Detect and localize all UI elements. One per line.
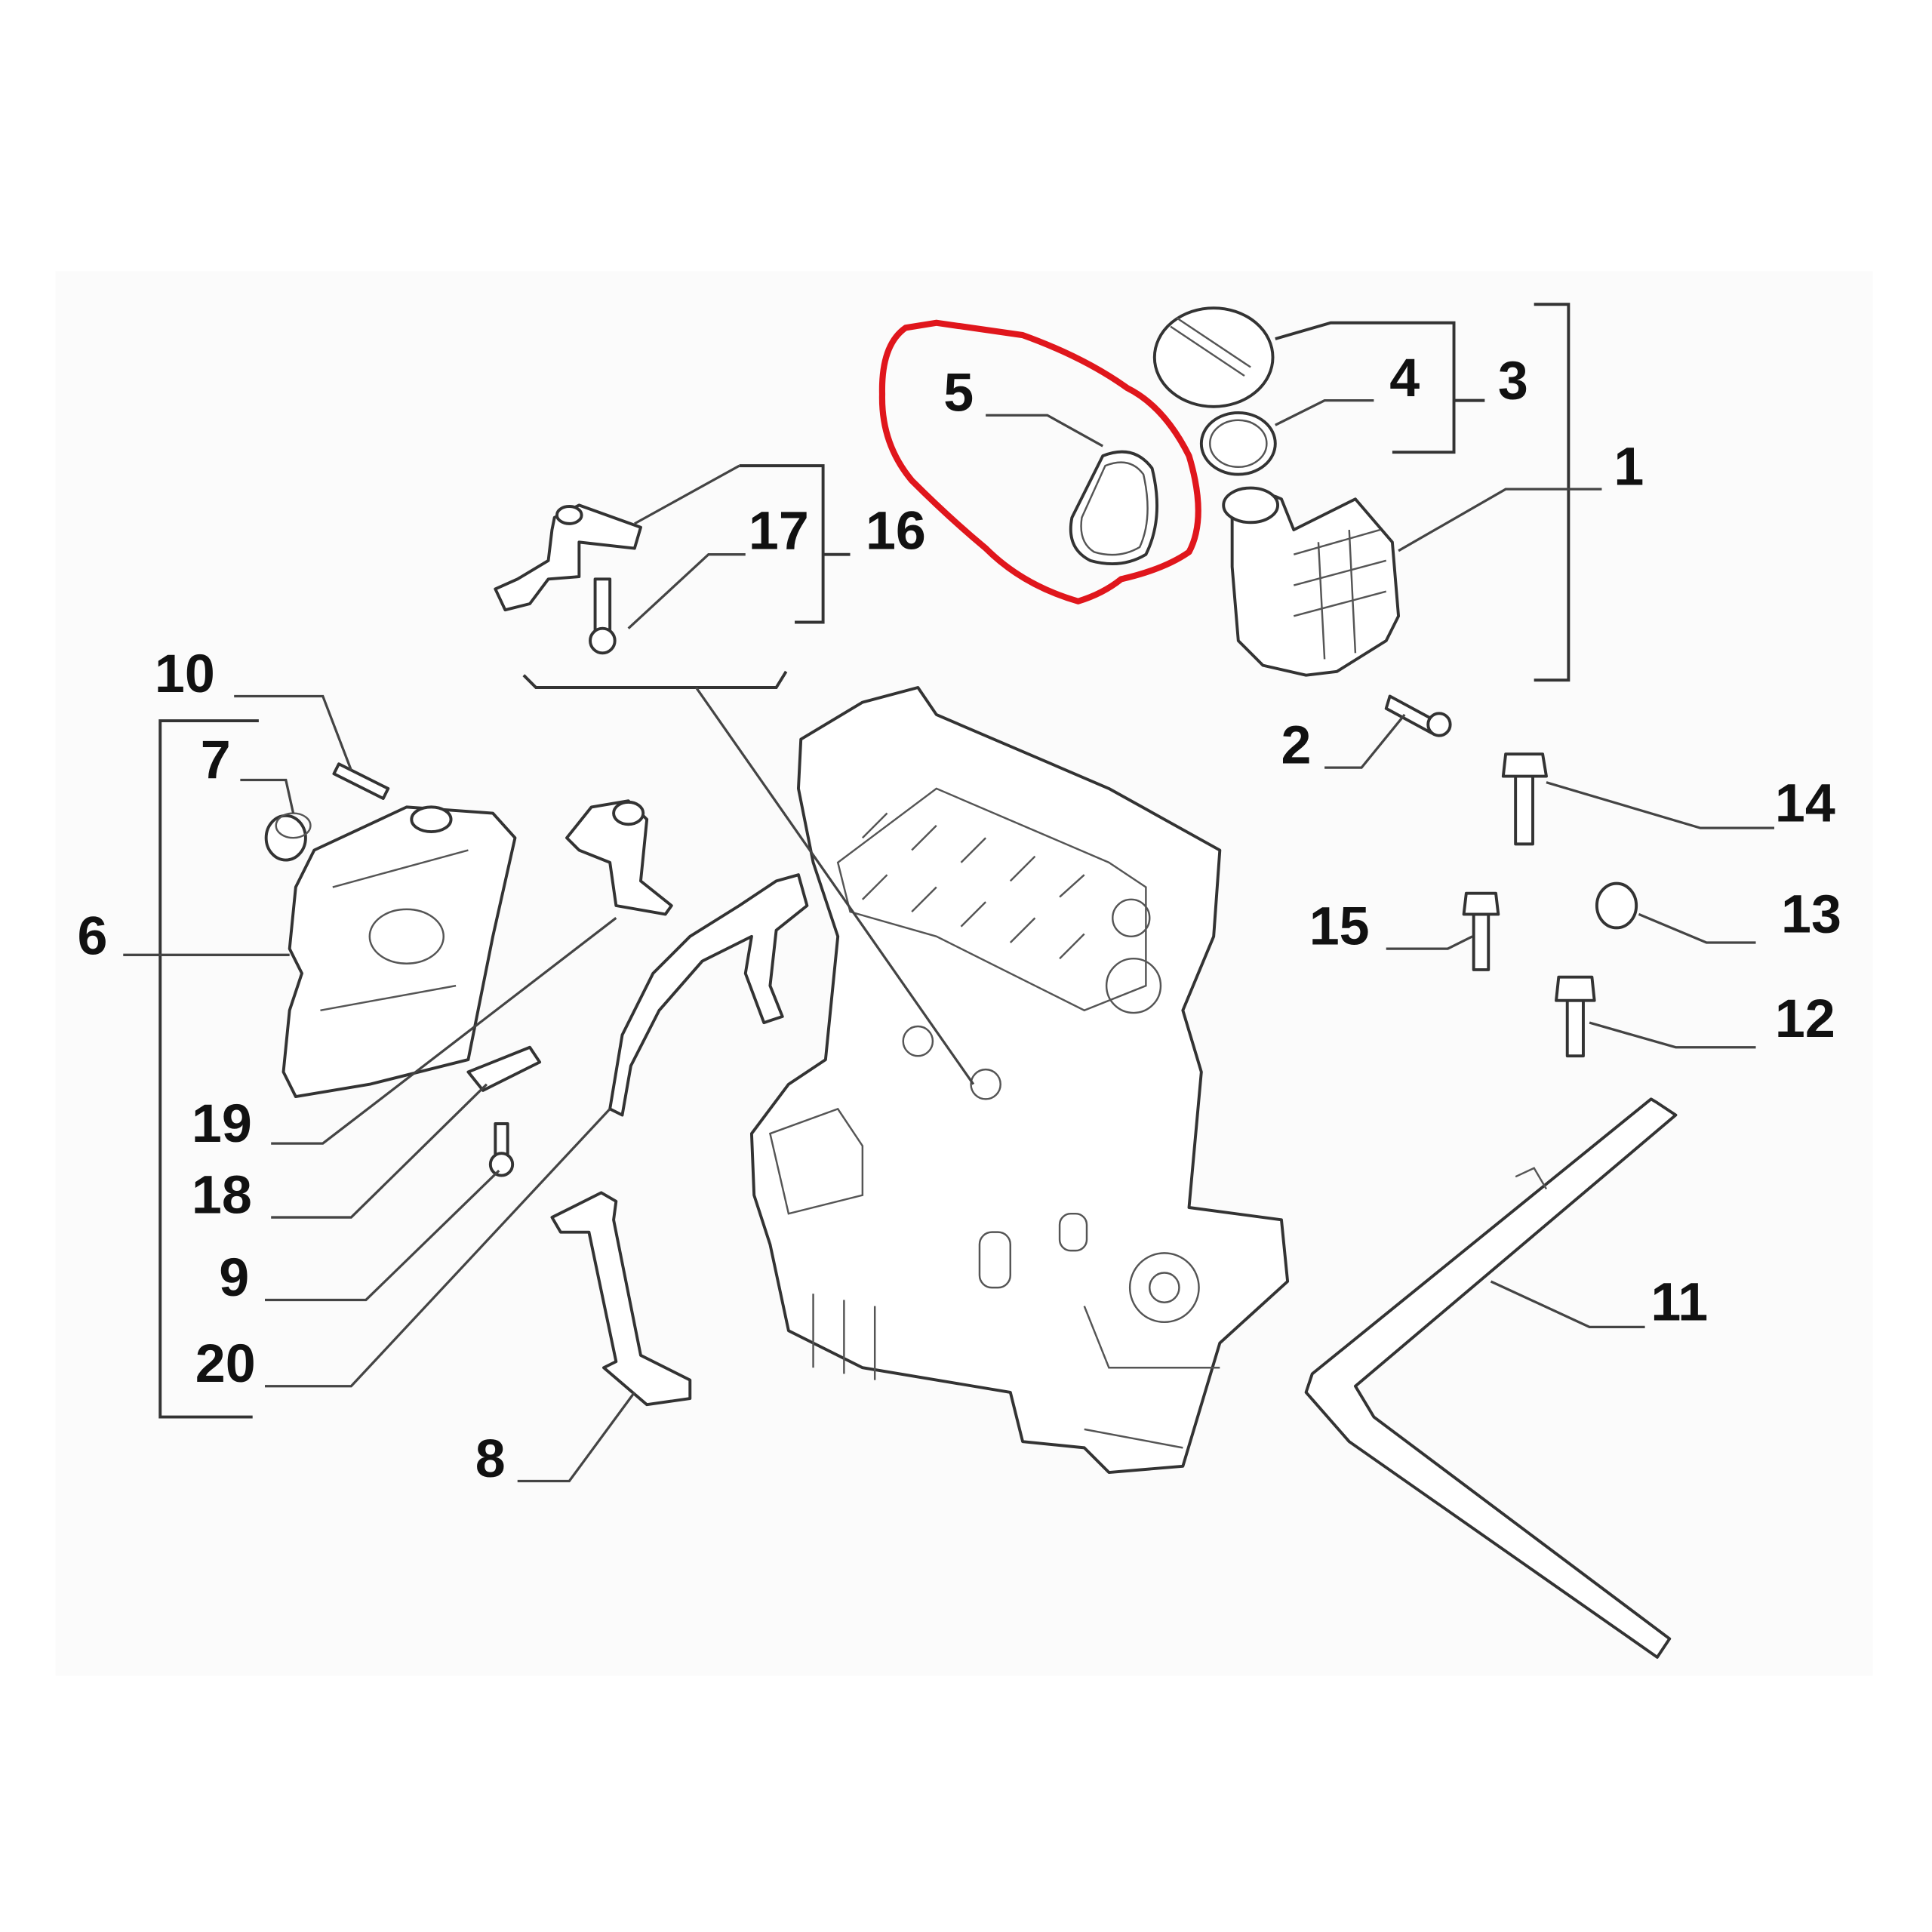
callout-13: 13: [1781, 884, 1841, 944]
callout-11: 11: [1651, 1272, 1708, 1333]
part-12-bolt: [1555, 975, 1596, 1058]
engine-block: [749, 686, 1290, 1474]
callout-6: 6: [77, 906, 107, 967]
part-20-gasket: [608, 873, 809, 1117]
part-18-gasket: [466, 1045, 542, 1092]
callout-18: 18: [192, 1165, 252, 1226]
part-11-pipe: [1304, 1097, 1678, 1659]
callout-9: 9: [219, 1247, 249, 1308]
callout-14: 14: [1775, 773, 1835, 833]
part-3-cap: [1152, 306, 1275, 408]
callout-16: 16: [866, 501, 926, 561]
callout-17: 17: [749, 501, 809, 561]
callout-10: 10: [155, 644, 215, 704]
part-5-gasket: [1069, 450, 1158, 565]
brackets: [158, 303, 1571, 1419]
part-15-bolt: [1462, 891, 1500, 971]
part-1-housing: [1222, 486, 1401, 677]
part-13-plug: [1595, 881, 1638, 930]
callout-3: 3: [1498, 350, 1528, 411]
part-6-cover: [281, 805, 517, 1099]
part-8-tube: [550, 1191, 692, 1407]
callout-4: 4: [1389, 348, 1420, 408]
callout-1: 1: [1614, 437, 1644, 497]
part-16-bracket: [494, 503, 642, 612]
leader-lines: [123, 398, 1775, 1483]
callout-12: 12: [1775, 989, 1835, 1049]
part-10-bolt: [332, 762, 390, 800]
callout-5: 5: [943, 363, 974, 423]
part-19-sensor: [565, 799, 673, 916]
callout-8: 8: [475, 1429, 506, 1489]
part-4-o-ring: [1199, 411, 1277, 476]
part-17-bolt: [589, 577, 617, 655]
part-7-seal: [264, 812, 312, 862]
part-9-bolt: [488, 1122, 515, 1177]
callout-19: 19: [192, 1094, 252, 1154]
callout-2: 2: [1281, 715, 1312, 776]
highlight-circle: [878, 319, 1201, 605]
part-14-bolt: [1501, 752, 1548, 846]
callout-7: 7: [201, 730, 231, 790]
callout-15: 15: [1309, 897, 1370, 957]
callout-20: 20: [195, 1334, 256, 1394]
part-2-bolt: [1384, 694, 1452, 737]
